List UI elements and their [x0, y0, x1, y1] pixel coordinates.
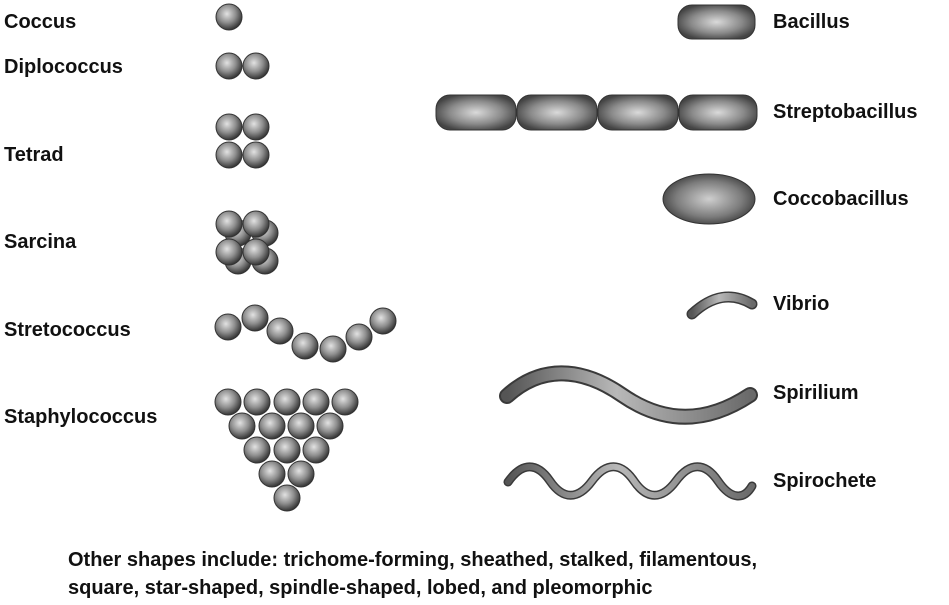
diplococcus-shape — [215, 52, 270, 80]
diplococcus-label: Diplococcus — [4, 56, 123, 78]
spirochete-shape — [503, 462, 757, 501]
other-shapes-caption: Other shapes include: trichome-forming, … — [68, 546, 757, 602]
sarcina-label: Sarcina — [4, 231, 77, 253]
vibrio-label: Vibrio — [773, 293, 830, 315]
coccus-shape — [215, 3, 243, 31]
caption-line-2: square, star-shaped, spindle-shaped, lob… — [68, 577, 653, 599]
streptobacillus-label: Streptobacillus — [773, 101, 918, 123]
sarcina-shape — [215, 210, 279, 275]
caption-line-1: Other shapes include: trichome-forming, … — [68, 549, 758, 571]
coccus-label: Coccus — [4, 11, 77, 33]
bacillus-shape — [677, 4, 756, 40]
streptobacillus-shape — [435, 94, 758, 131]
spirochete-label: Spirochete — [773, 470, 877, 492]
bacillus-label: Bacillus — [773, 11, 850, 33]
staphylococcus-label: Staphylococcus — [4, 406, 158, 428]
tetrad-shape — [215, 113, 270, 169]
vibrio-shape — [686, 291, 758, 320]
tetrad-label: Tetrad — [4, 144, 64, 166]
coccobacillus-shape — [662, 173, 756, 225]
streptococcus-shape — [214, 304, 397, 363]
spirilium-shape — [499, 365, 758, 425]
spirilium-label: Spirilium — [773, 382, 859, 404]
coccobacillus-label: Coccobacillus — [773, 188, 909, 210]
streptococcus-label: Stretococcus — [4, 319, 131, 341]
staphylococcus-shape — [214, 388, 359, 512]
